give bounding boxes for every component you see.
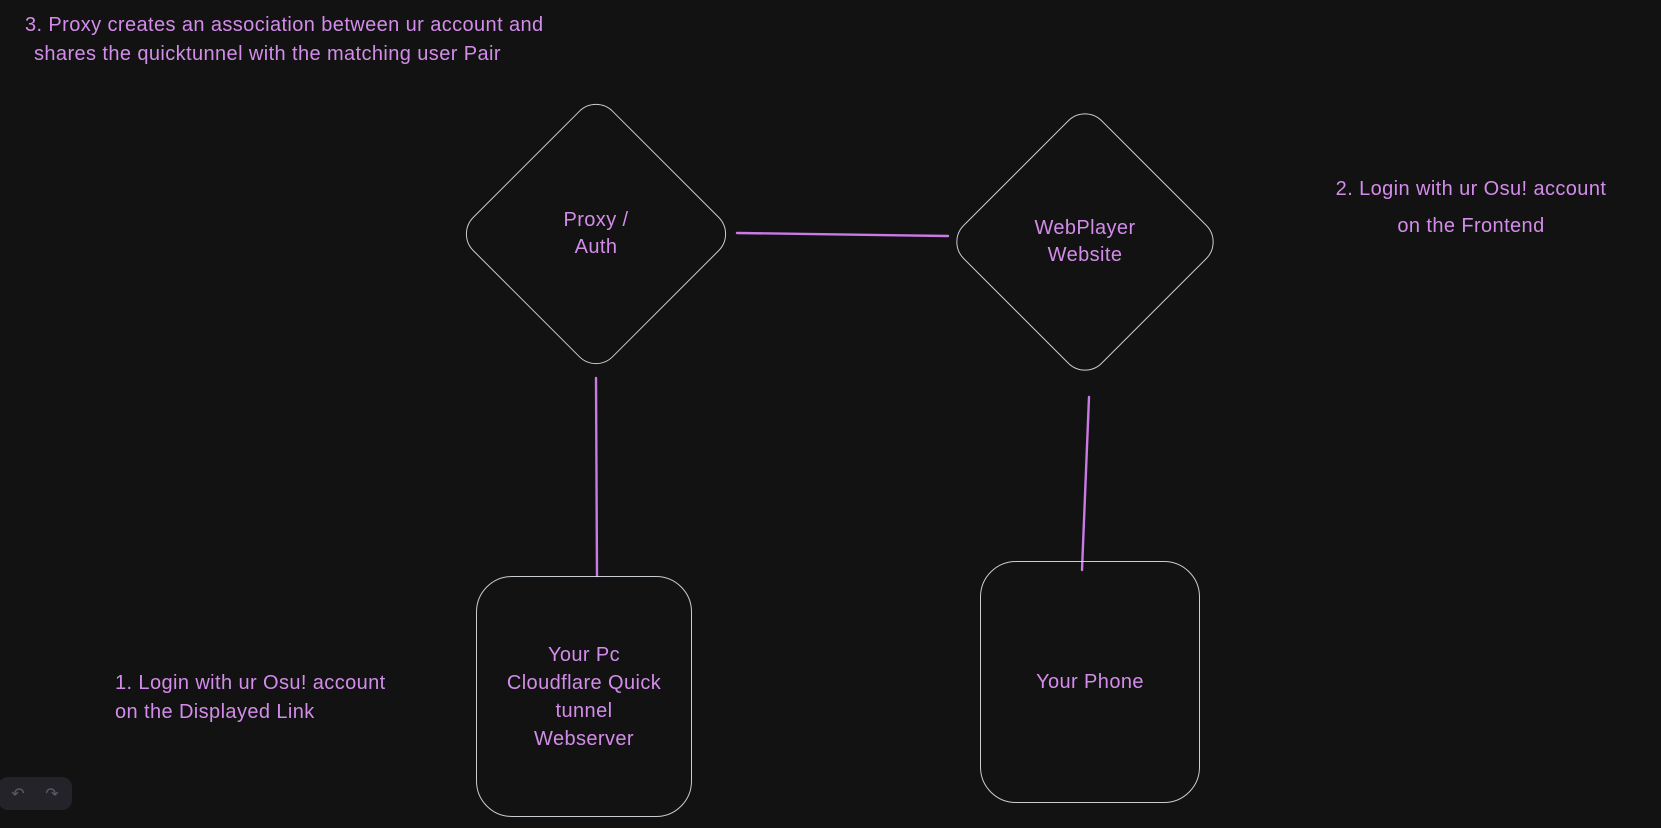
redo-icon: ↷ (45, 784, 59, 803)
node-webplayer-website-diamond[interactable]: WebPlayer Website (946, 103, 1224, 381)
annotation-step-3-line-1: 3. Proxy creates an association between … (25, 14, 544, 36)
node-proxy-auth-label-line-2: Auth (574, 236, 618, 258)
node-webplayer-website-label-line-1: WebPlayer (1034, 217, 1136, 239)
node-your-phone-label-line: Your Phone (1036, 671, 1144, 693)
node-proxy-auth-diamond[interactable]: Proxy / Auth (455, 93, 737, 375)
node-pc-quicktunnel-label: Your Pc Cloudflare Quick tunnel Webserve… (507, 641, 661, 753)
undo-button[interactable]: ↶ (6, 782, 30, 806)
node-webplayer-website-label-line-2: Website (1047, 244, 1123, 266)
node-proxy-auth-label-line-1: Proxy / (563, 209, 629, 231)
annotation-step-1-line-2: on the Displayed Link (115, 701, 315, 723)
node-pc-quicktunnel-label-line-1: Your Pc (547, 643, 621, 666)
connector-webplayer-to-phone[interactable] (1080, 395, 1091, 572)
node-pc-quicktunnel-label-line-2: Cloudflare Quick (506, 671, 662, 694)
annotation-step-1-line-1: 1. Login with ur Osu! account (115, 672, 386, 694)
undo-icon: ↶ (11, 784, 25, 803)
node-pc-quicktunnel-box[interactable]: Your Pc Cloudflare Quick tunnel Webserve… (476, 576, 692, 817)
node-pc-quicktunnel-label-line-3: tunnel (555, 699, 613, 722)
node-proxy-auth-label: Proxy / Auth (498, 136, 694, 332)
annotation-step-2-line-2: on the Frontend (1397, 215, 1545, 237)
undo-redo-panel: ↶ ↷ (0, 777, 72, 810)
annotation-step-3-line-2: shares the quicktunnel with the matching… (34, 43, 501, 65)
annotation-step-2[interactable]: 2. Login with ur Osu! account on the Fro… (1304, 171, 1638, 245)
redo-button[interactable]: ↷ (40, 782, 64, 806)
node-pc-quicktunnel-label-line-4: Webserver (534, 727, 634, 750)
node-your-phone-box[interactable]: Your Phone (980, 561, 1200, 803)
annotation-step-2-line-1: 2. Login with ur Osu! account (1335, 178, 1607, 200)
connector-proxy-to-webplayer[interactable] (735, 231, 950, 238)
connector-proxy-to-pc[interactable] (594, 376, 599, 578)
annotation-step-1[interactable]: 1. Login with ur Osu! account on the Dis… (115, 669, 386, 727)
node-webplayer-website-label: WebPlayer Website (988, 145, 1182, 339)
annotation-step-3[interactable]: 3. Proxy creates an association between … (25, 11, 544, 69)
node-your-phone-label: Your Phone (1036, 668, 1144, 696)
